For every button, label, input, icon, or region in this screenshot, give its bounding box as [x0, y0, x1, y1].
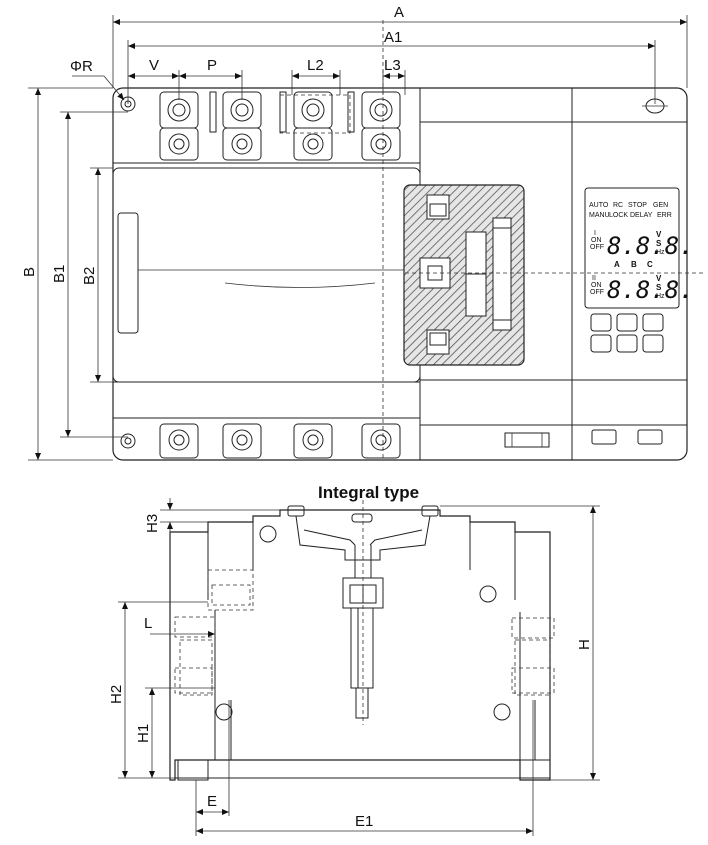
dimension-v-label: V — [149, 57, 159, 74]
hidden-busbars — [174, 569, 555, 696]
unit-s-2: S — [656, 283, 662, 292]
key-button — [642, 334, 664, 353]
dimension-phi-r-label: ΦR — [70, 58, 93, 75]
segment-readout-2: 8.8.8. — [607, 276, 694, 304]
side-hole-icon — [215, 703, 233, 721]
controller-keypad — [590, 313, 664, 353]
dimension-l-label: L — [144, 615, 152, 632]
source-2-marker: II — [592, 275, 596, 282]
dimension-h3-label: H3 — [144, 514, 161, 533]
dimension-a-label: A — [394, 4, 404, 21]
segment-readout-1: 8.8.8. — [607, 232, 694, 260]
terminal-block-connector — [504, 432, 550, 448]
key-button — [616, 313, 638, 332]
unit-v-1: V — [656, 230, 662, 239]
key-button — [590, 334, 612, 353]
source-1-on: ON — [591, 237, 602, 244]
indicator-delay: DELAY — [630, 212, 653, 219]
key-button — [616, 334, 638, 353]
source-2-on: ON — [591, 282, 602, 289]
source-1-off: OFF — [590, 244, 604, 251]
dimension-e1-label: E1 — [355, 813, 373, 830]
indicator-auto: AUTO — [589, 202, 609, 209]
side-view-outline — [169, 509, 551, 781]
dimension-a1-label: A1 — [384, 29, 402, 46]
bottom-terminals — [159, 423, 401, 459]
side-hole-icon — [493, 703, 511, 721]
indicator-rc: RC — [613, 202, 623, 209]
side-hole-icon — [259, 525, 277, 543]
dimension-l2-label: L2 — [307, 57, 324, 74]
side-hole-icon — [479, 585, 497, 603]
handle-slot — [117, 212, 139, 334]
source-1-marker: I — [594, 230, 596, 237]
dimension-e-label: E — [207, 793, 217, 810]
mounting-hole-icon — [120, 433, 136, 449]
indicator-lock: LOCK — [609, 212, 628, 219]
interlock-bar — [492, 217, 512, 331]
controller-display: AUTO RC STOP GEN MANU LOCK DELAY ERR I O… — [584, 187, 694, 309]
unit-hz-1: Hz — [656, 249, 665, 256]
dimension-h1-label: H1 — [135, 724, 152, 743]
unit-v-2: V — [656, 274, 662, 283]
unit-hz-2: Hz — [656, 293, 665, 300]
phase-a: A — [614, 260, 620, 269]
dimension-b1-label: B1 — [51, 265, 68, 283]
top-view: AUTO RC STOP GEN MANU LOCK DELAY ERR I O… — [21, 4, 705, 461]
side-view: H3 H L H2 H1 E E1 — [108, 498, 600, 836]
dimension-p-label: P — [207, 57, 217, 74]
key-button — [642, 313, 664, 332]
aux-connector — [591, 429, 617, 445]
indicator-manu: MANU — [589, 212, 610, 219]
dimension-l3-label: L3 — [384, 57, 401, 74]
phase-b: B — [631, 260, 637, 269]
source-2-off: OFF — [590, 289, 604, 296]
dimension-h2-label: H2 — [108, 685, 125, 704]
section-title: Integral type — [318, 483, 419, 502]
aux-connector — [637, 429, 663, 445]
dimension-b2-label: B2 — [81, 267, 98, 285]
indicator-err: ERR — [657, 212, 672, 219]
unit-s-1: S — [656, 239, 662, 248]
indicator-stop: STOP — [628, 202, 647, 209]
dimension-b-label: B — [21, 267, 38, 277]
dimension-h-label: H — [576, 639, 593, 650]
phase-c: C — [647, 260, 653, 269]
indicator-gen: GEN — [653, 202, 668, 209]
key-button — [590, 313, 612, 332]
